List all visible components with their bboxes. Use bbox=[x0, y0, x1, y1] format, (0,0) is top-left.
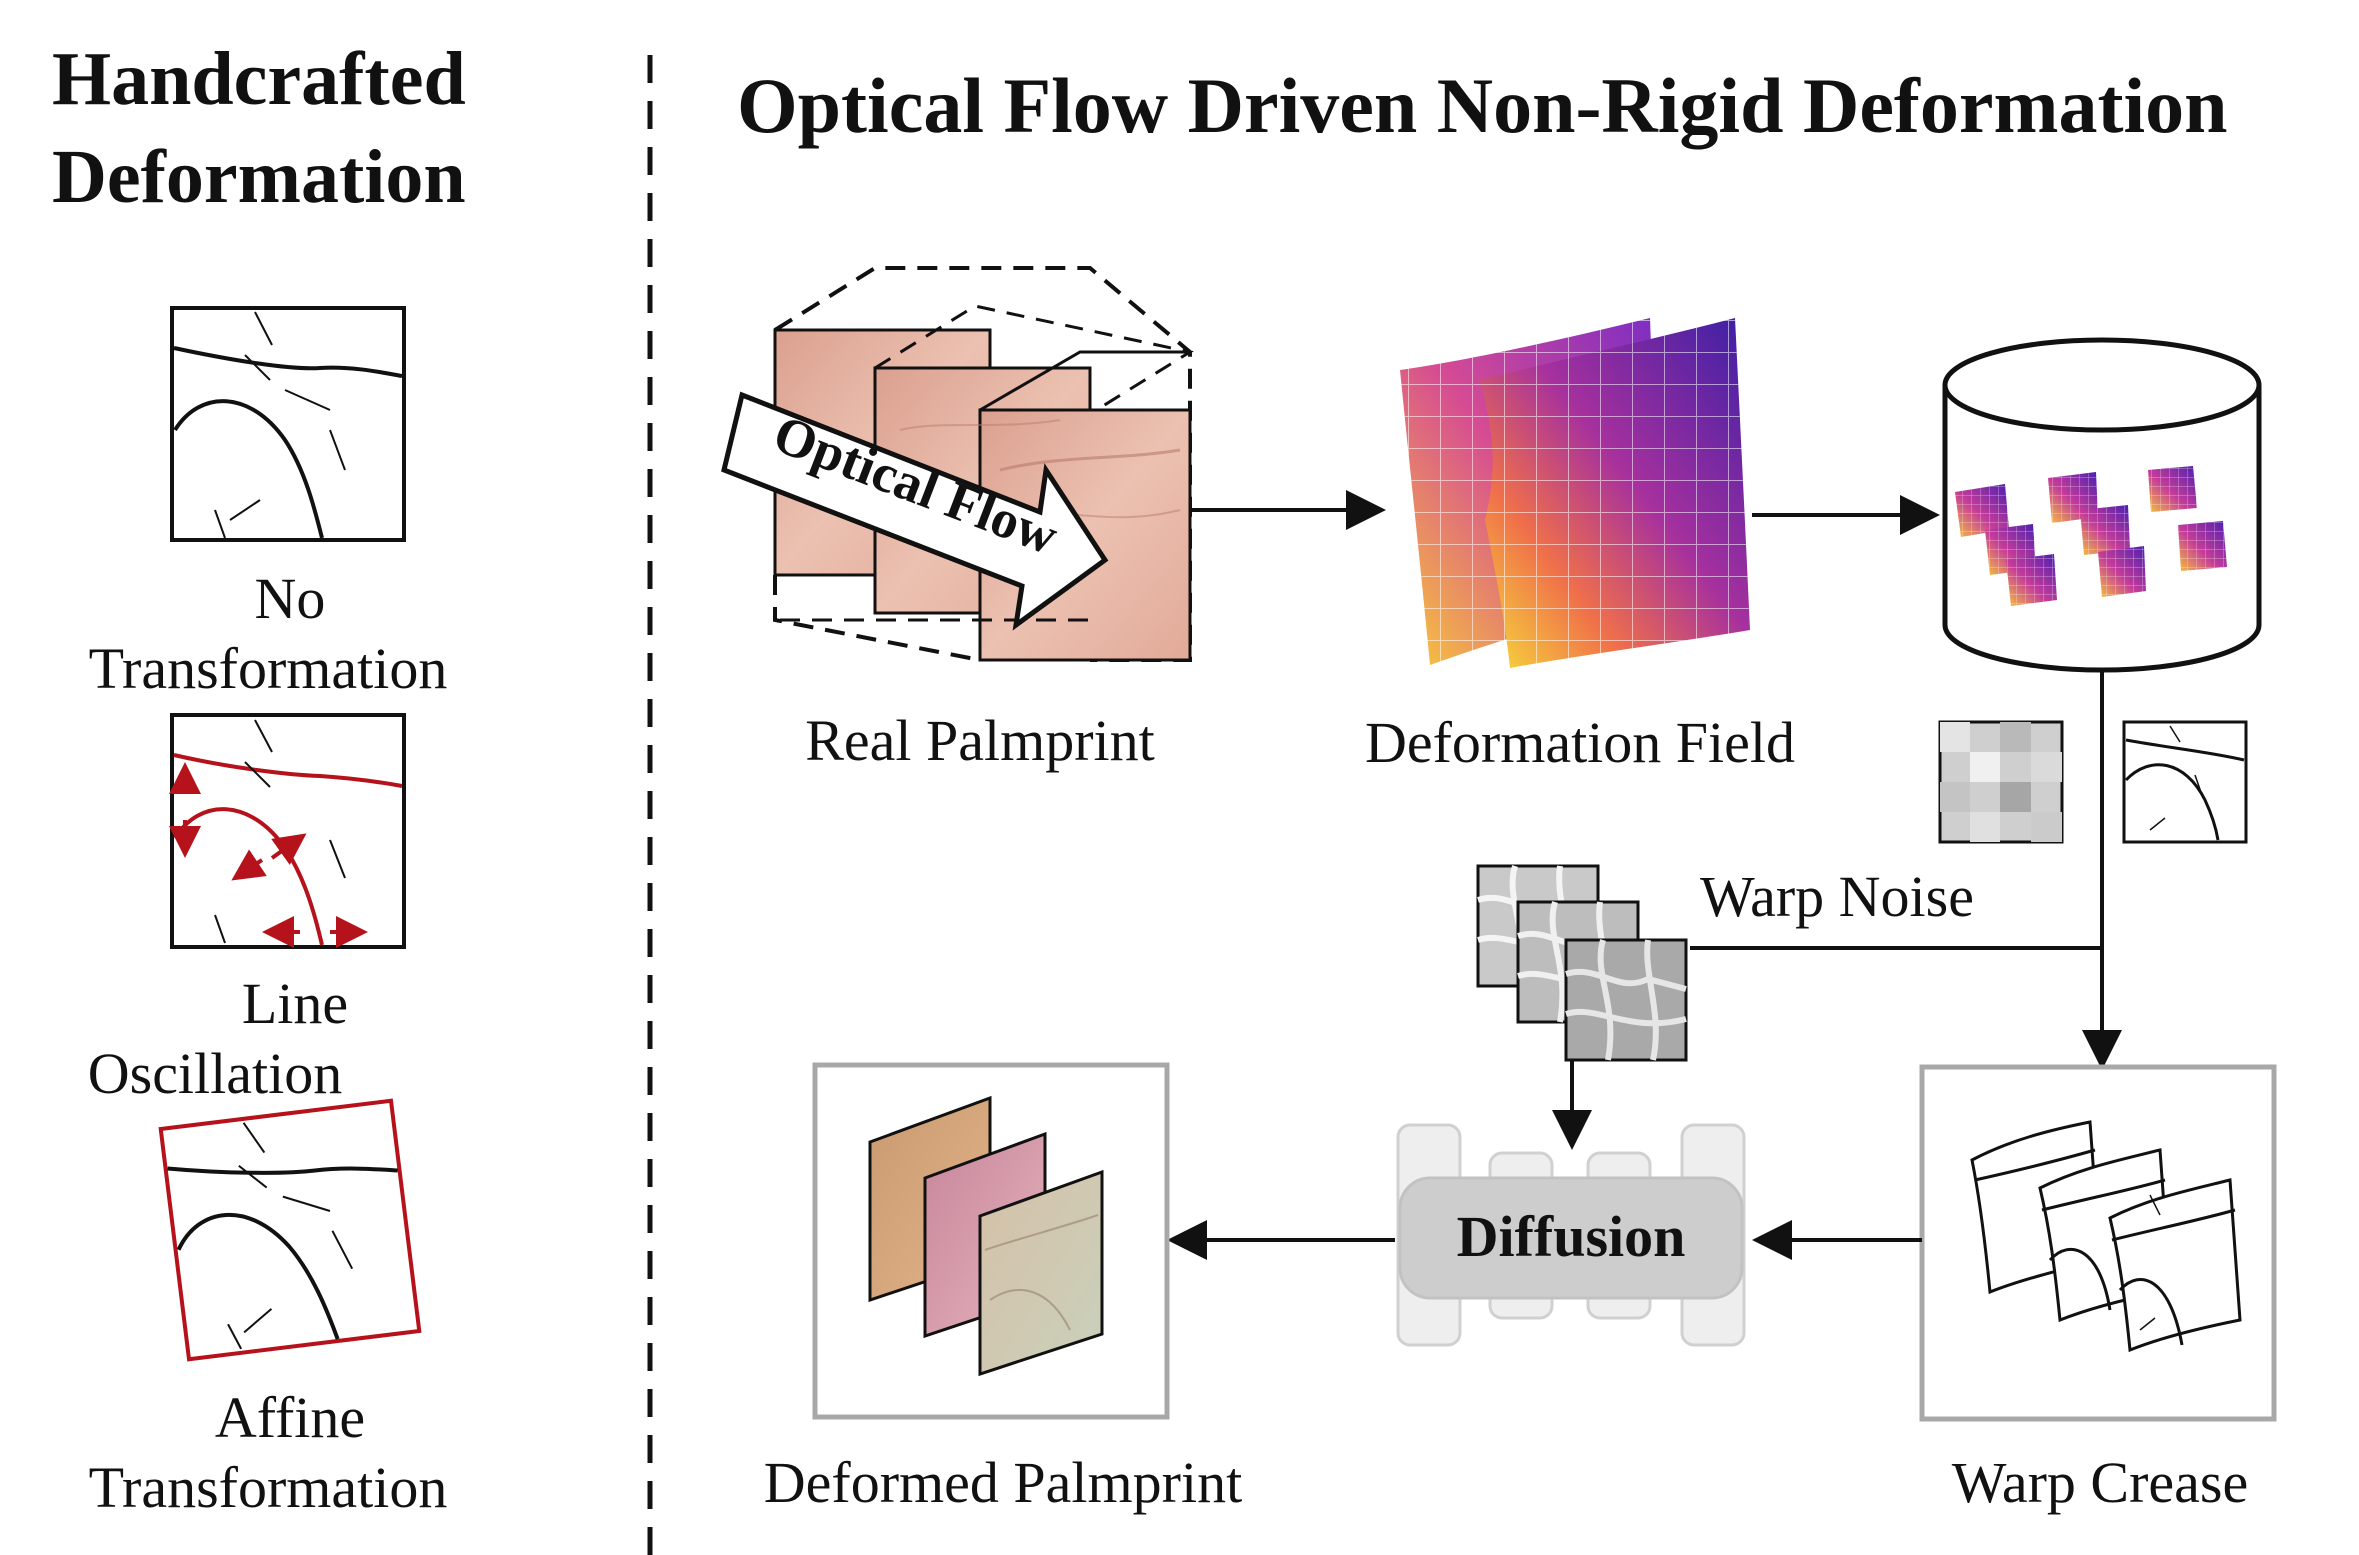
item1-line2: Transformation bbox=[89, 636, 448, 701]
warp-noise-label: Warp Noise bbox=[1700, 864, 1974, 929]
line-oscillation-thumbnail bbox=[169, 713, 406, 949]
item2-line2: Oscillation bbox=[88, 1041, 343, 1106]
item3-line1: Affine bbox=[215, 1385, 365, 1450]
noise-pattern-square bbox=[1938, 720, 2064, 844]
warp-crease-box bbox=[1919, 1064, 2277, 1422]
diffusion-label: Diffusion bbox=[1457, 1204, 1686, 1269]
real-palmprint-label: Real Palmprint bbox=[805, 708, 1155, 773]
database-field-samples bbox=[1955, 466, 2227, 606]
left-title-line2: Deformation bbox=[52, 135, 466, 219]
warp-crease-label: Warp Crease bbox=[1952, 1450, 2248, 1515]
diffusion-unet bbox=[1396, 1123, 1746, 1347]
warp-noise-stack bbox=[1476, 864, 1688, 1062]
real-palmprint-stack bbox=[721, 266, 1194, 662]
crease-thumbnail bbox=[2122, 720, 2248, 844]
main-title: Optical Flow Driven Non-Rigid Deformatio… bbox=[737, 62, 2228, 149]
item1-line1: No bbox=[255, 566, 326, 631]
deformed-palmprint-label: Deformed Palmprint bbox=[764, 1450, 1242, 1515]
item2-line1: Line bbox=[242, 971, 348, 1036]
deformation-field-image bbox=[1400, 318, 1750, 668]
left-title-line1: Handcrafted bbox=[52, 37, 466, 121]
deformation-field-label: Deformation Field bbox=[1365, 710, 1795, 775]
item3-line2: Transformation bbox=[89, 1455, 448, 1520]
deformed-palmprint-box bbox=[812, 1062, 1170, 1420]
affine-transformation-thumbnail bbox=[158, 1098, 422, 1362]
no-transformation-thumbnail bbox=[170, 306, 406, 542]
